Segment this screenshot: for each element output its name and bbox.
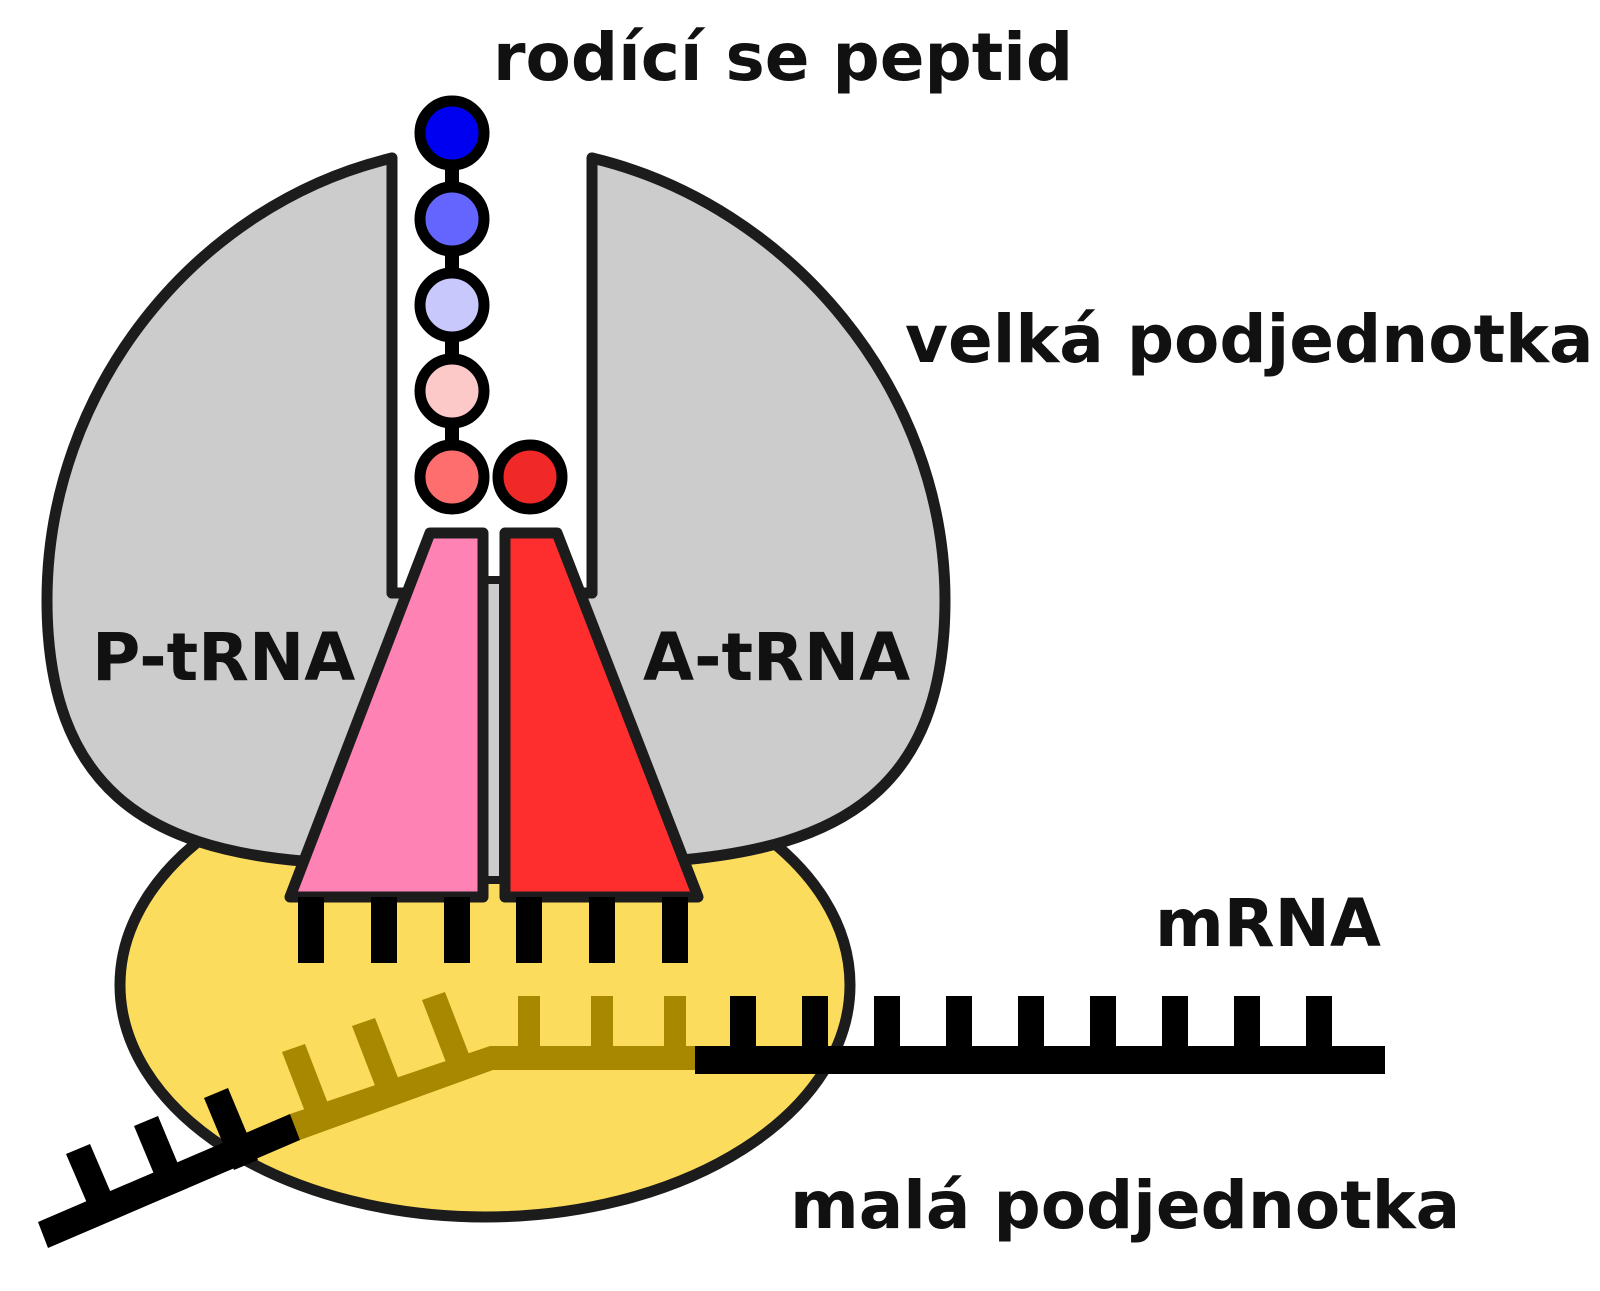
nascent-peptide [414, 95, 568, 515]
peptide-bead-4 [414, 353, 490, 429]
label-large-subunit: velká podjednotka [905, 301, 1594, 378]
a-trna [499, 527, 704, 963]
peptide-bead-3 [414, 267, 490, 343]
label-small-subunit: malá podjednotka [790, 1167, 1460, 1244]
label-peptide: rodící se peptid [493, 19, 1073, 96]
p-trna [284, 527, 489, 963]
label-a-trna: A-tRNA [643, 619, 910, 696]
peptide-bead-2 [414, 181, 490, 257]
mrna-outside [38, 996, 1385, 1248]
label-mrna: mRNA [1155, 885, 1381, 962]
label-p-trna: P-tRNA [92, 619, 355, 696]
peptide-bead-5 [414, 439, 490, 515]
mrna-inside [282, 992, 695, 1140]
a-site-amino-acid [492, 439, 568, 515]
peptide-bead-1 [414, 95, 490, 171]
